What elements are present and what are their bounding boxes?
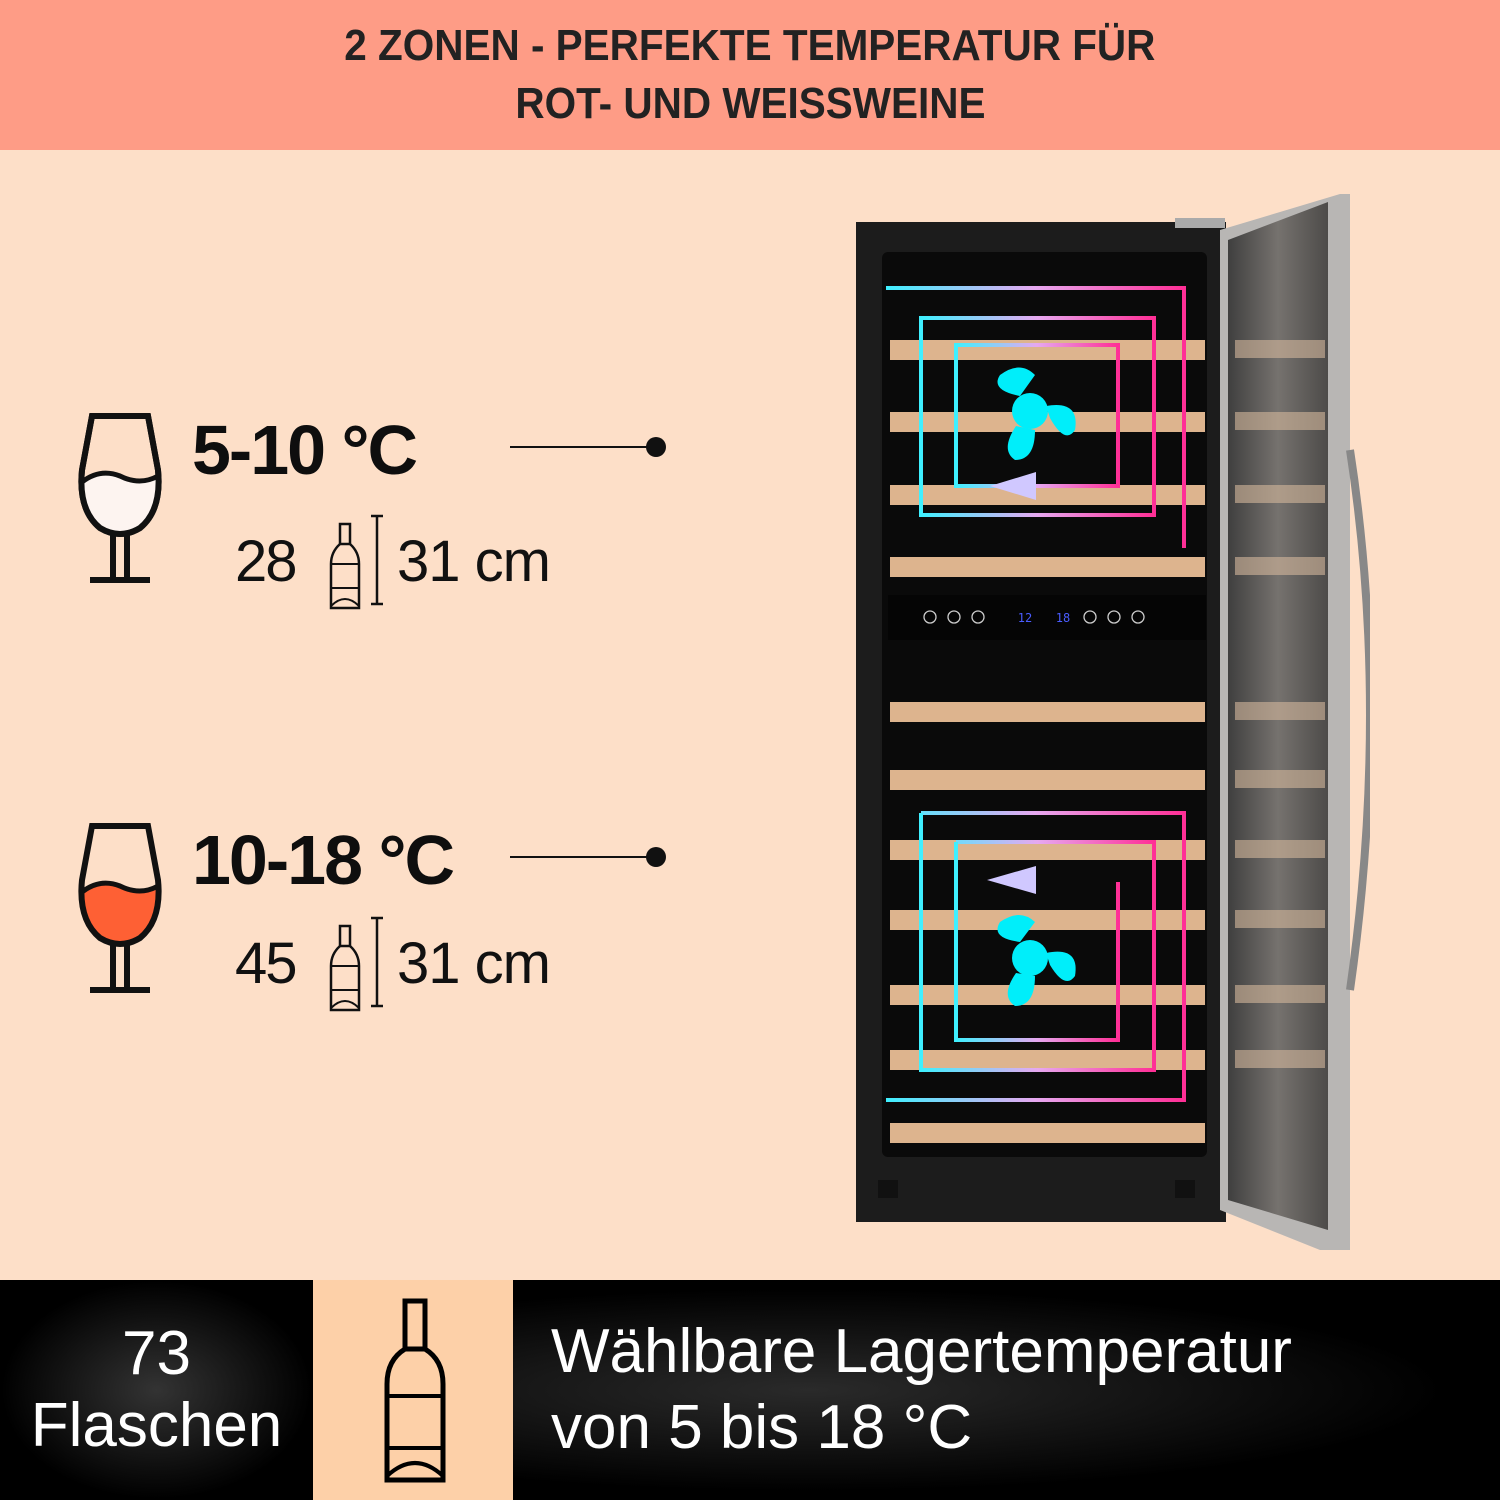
description-line-2: von 5 bis 18 °C (551, 1393, 973, 1462)
height-measure-icon (371, 916, 383, 1008)
white-wine-glass-icon (78, 413, 162, 583)
headline-line-2: Rot- und Weißweine (514, 79, 986, 128)
connector-line (510, 856, 655, 858)
white-bottle-height: 31 cm (397, 529, 551, 594)
headline-banner: 2 Zonen - Perfekte Temperatur für Rot- u… (0, 0, 1500, 150)
white-wine-temperature: 5-10 °C (192, 411, 418, 489)
wine-bottle-icon (384, 1298, 446, 1483)
headline-line-1: 2 Zonen - Perfekte Temperatur für (344, 21, 1156, 70)
white-bottle-count: 28 (235, 529, 297, 594)
capacity-number: 73 (122, 1319, 191, 1388)
fan-icon (997, 915, 1076, 1006)
connector-dot (646, 847, 666, 867)
feature-footer: 73 Flaschen Wählbare Lagertemperatur von… (0, 1280, 1500, 1500)
red-wine-glass-icon (78, 823, 162, 993)
connector-dot (646, 437, 666, 457)
temperature-description: Wählbare Lagertemperatur von 5 bis 18 °C (513, 1280, 1500, 1500)
bottle-icon (329, 924, 361, 1012)
bottle-icon (329, 522, 361, 610)
wine-fridge-image: 12 18 (856, 194, 1370, 1250)
red-bottle-count: 45 (235, 931, 297, 996)
connector-line (510, 446, 655, 448)
left-zone-display: 12 (1018, 611, 1032, 625)
red-bottle-height: 31 cm (397, 931, 551, 996)
red-wine-temperature: 10-18 °C (192, 821, 455, 899)
capacity-label: Flaschen (30, 1391, 283, 1460)
description-line-1: Wählbare Lagertemperatur (551, 1317, 1292, 1386)
height-measure-icon (371, 514, 383, 606)
right-zone-display: 18 (1056, 611, 1070, 625)
capacity-box: 73 Flaschen (0, 1280, 313, 1500)
fan-icon (997, 367, 1076, 460)
bottle-icon-box (313, 1280, 513, 1500)
